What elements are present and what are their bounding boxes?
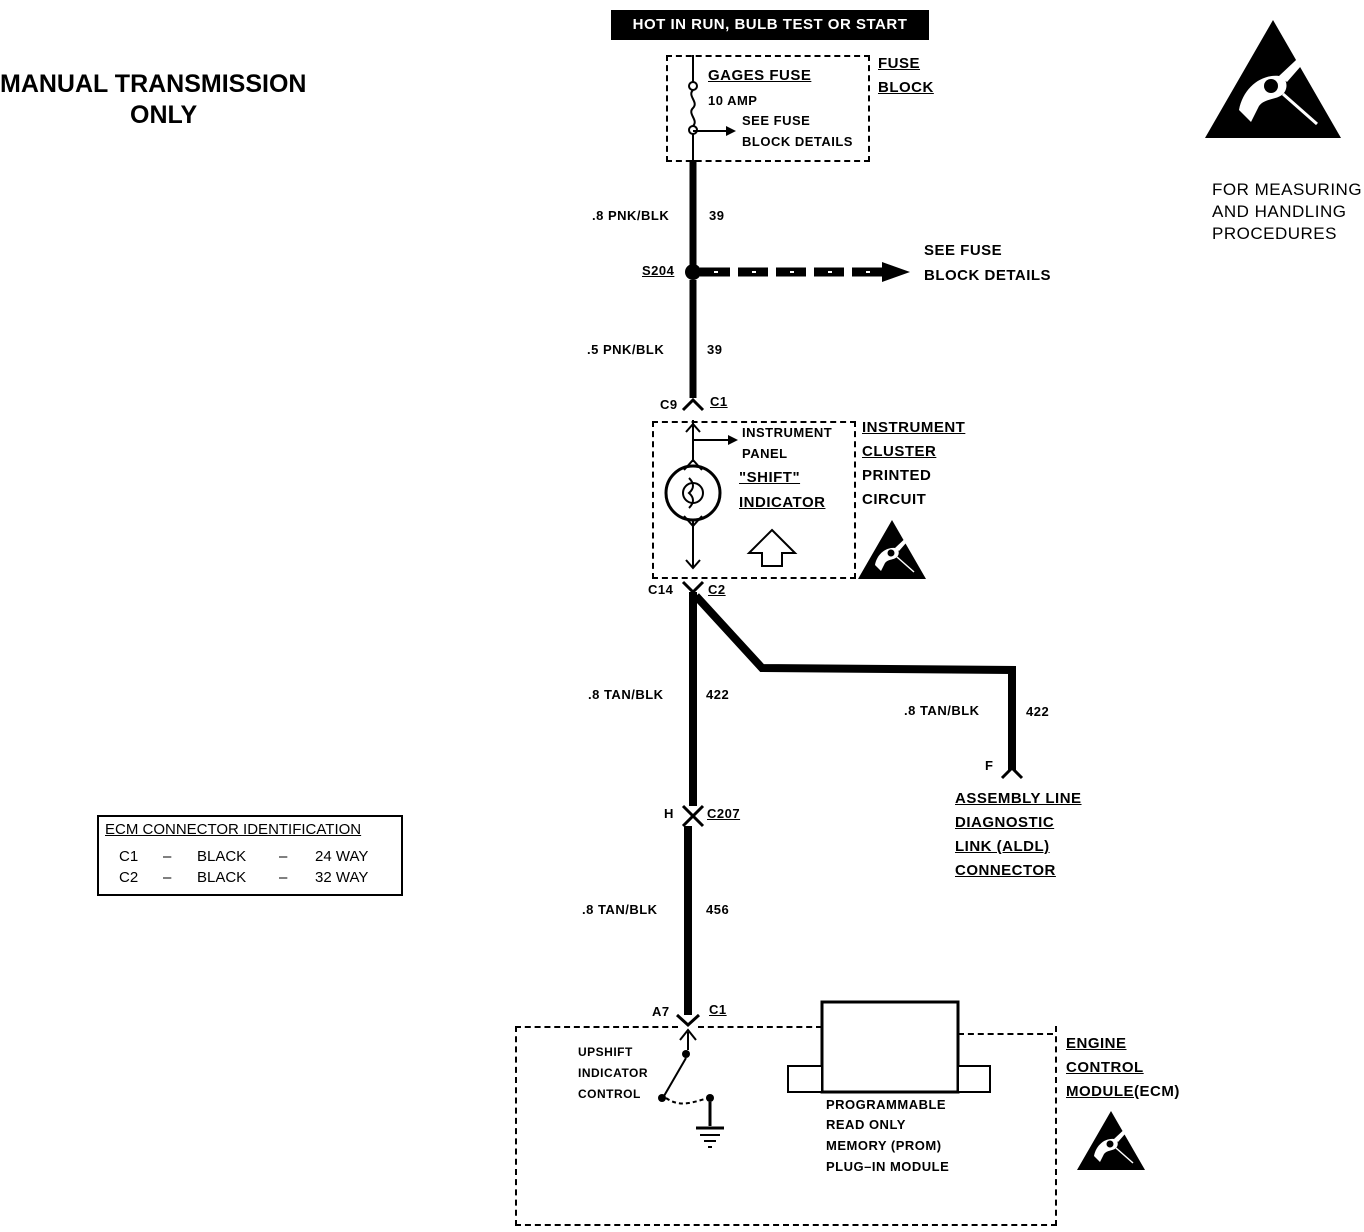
prom-module bbox=[820, 1000, 960, 1094]
aldl-label-1: ASSEMBLY LINE bbox=[955, 790, 1082, 807]
ecm-connector-table: ECM CONNECTOR IDENTIFICATION C1 – BLACK … bbox=[97, 815, 403, 896]
connector-a7: A7 bbox=[652, 1004, 670, 1019]
connector-h: H bbox=[664, 806, 674, 821]
wire-circuit-1: 39 bbox=[709, 208, 725, 223]
ecm-row2-sep2: – bbox=[279, 869, 288, 886]
ecm-row1-sep: – bbox=[163, 848, 172, 865]
ground-icon bbox=[696, 1126, 724, 1148]
connector-c9: C9 bbox=[660, 397, 678, 412]
connector-f: F bbox=[985, 758, 994, 773]
prom-label-4: PLUG–IN MODULE bbox=[826, 1159, 950, 1174]
connector-c1-top: C1 bbox=[710, 394, 728, 409]
ecm-row2-pin: C2 bbox=[119, 869, 139, 886]
fuse-block-label-1: FUSE bbox=[878, 55, 921, 72]
power-banner: HOT IN RUN, BULB TEST OR START bbox=[611, 10, 929, 40]
shift-label-1: "SHIFT" bbox=[739, 469, 801, 486]
wire-422-aldl bbox=[693, 593, 1016, 770]
aldl-label-3: LINK (ALDL) bbox=[955, 838, 1050, 855]
aldl-label-4: CONNECTOR bbox=[955, 862, 1056, 879]
ecm-table-title: ECM CONNECTOR IDENTIFICATION bbox=[105, 821, 362, 838]
prom-label-2: READ ONLY bbox=[826, 1117, 906, 1132]
ecm-row1-sep2: – bbox=[279, 848, 288, 865]
ecm-label-2: CONTROL bbox=[1066, 1059, 1144, 1076]
wire-circuit-2: 39 bbox=[707, 342, 723, 357]
fuse-see-details-1: SEE FUSE bbox=[742, 113, 811, 128]
wire-label-2: .5 PNK/BLK bbox=[587, 342, 665, 357]
cluster-label-1: INSTRUMENT bbox=[862, 419, 966, 436]
fuse-block-label-2: BLOCK bbox=[878, 79, 934, 96]
ecm-row1-ways: 24 WAY bbox=[315, 848, 369, 865]
page-title-line2: ONLY bbox=[130, 101, 198, 129]
connector-c207: C207 bbox=[707, 806, 741, 821]
ecm-label-module: MODULE bbox=[1066, 1083, 1134, 1100]
arrow-right-icon bbox=[882, 262, 910, 282]
prom-label-1: PROGRAMMABLE bbox=[826, 1097, 947, 1112]
splice-name: S204 bbox=[642, 263, 675, 278]
fuse-see-details-2: BLOCK DETAILS bbox=[742, 134, 853, 149]
upshift-arrow-icon bbox=[746, 528, 798, 567]
wire-circuit-3: 422 bbox=[706, 687, 730, 702]
prom-label-3: MEMORY (PROM) bbox=[826, 1138, 942, 1153]
splice-s204 bbox=[685, 264, 701, 280]
wire-label-3: .8 TAN/BLK bbox=[588, 687, 664, 702]
ecm-row2-sep: – bbox=[163, 869, 172, 886]
fuse-rating: 10 AMP bbox=[708, 93, 758, 108]
aldl-label-2: DIAGNOSTIC bbox=[955, 814, 1055, 831]
fuse-name: GAGES FUSE bbox=[708, 67, 812, 84]
wire-circuit-4: 422 bbox=[1026, 704, 1050, 719]
ecm-label-suffix: (ECM) bbox=[1134, 1083, 1180, 1100]
upshift-control-3: CONTROL bbox=[578, 1087, 641, 1101]
ecm-label-3: MODULE(ECM) bbox=[1066, 1083, 1180, 1100]
connector-c2: C2 bbox=[708, 582, 726, 597]
page-title-line1: MANUAL TRANSMISSION bbox=[0, 70, 307, 98]
esd-note-2: AND HANDLING bbox=[1212, 202, 1347, 221]
ecm-box-top-right bbox=[958, 1033, 1053, 1035]
cluster-internal-1: INSTRUMENT bbox=[742, 425, 833, 440]
esd-note-1: FOR MEASURING bbox=[1212, 180, 1363, 199]
upshift-control-2: INDICATOR bbox=[578, 1066, 649, 1080]
wire-label-4: .8 TAN/BLK bbox=[904, 703, 980, 718]
instrument-cluster-box bbox=[652, 421, 856, 579]
cluster-internal-2: PANEL bbox=[742, 446, 788, 461]
ecm-row2-color: BLACK bbox=[197, 869, 247, 886]
upshift-control-1: UPSHIFT bbox=[578, 1045, 633, 1059]
cluster-label-3: PRINTED bbox=[862, 467, 932, 484]
ecm-box bbox=[515, 1026, 1057, 1226]
ecm-label-1: ENGINE bbox=[1066, 1035, 1127, 1052]
wire-label-1: .8 PNK/BLK bbox=[592, 208, 670, 223]
ecm-box-top-mid bbox=[698, 1026, 822, 1028]
esd-note-3: PROCEDURES bbox=[1212, 224, 1337, 243]
connector-c14: C14 bbox=[648, 582, 674, 597]
splice-see-details-1: SEE FUSE bbox=[924, 242, 1003, 259]
fuse-block-box bbox=[666, 55, 870, 162]
wire-label-5: .8 TAN/BLK bbox=[582, 902, 658, 917]
ecm-box-top-left bbox=[515, 1026, 678, 1028]
cluster-label-2: CLUSTER bbox=[862, 443, 937, 460]
connector-c1-bottom: C1 bbox=[709, 1002, 727, 1017]
splice-see-details-2: BLOCK DETAILS bbox=[924, 267, 1052, 284]
cluster-label-4: CIRCUIT bbox=[862, 491, 927, 508]
wire-circuit-5: 456 bbox=[706, 902, 730, 917]
ecm-row2-ways: 32 WAY bbox=[315, 869, 369, 886]
ecm-row1-pin: C1 bbox=[119, 848, 139, 865]
shift-label-2: INDICATOR bbox=[739, 494, 826, 511]
ecm-row1-color: BLACK bbox=[197, 848, 247, 865]
